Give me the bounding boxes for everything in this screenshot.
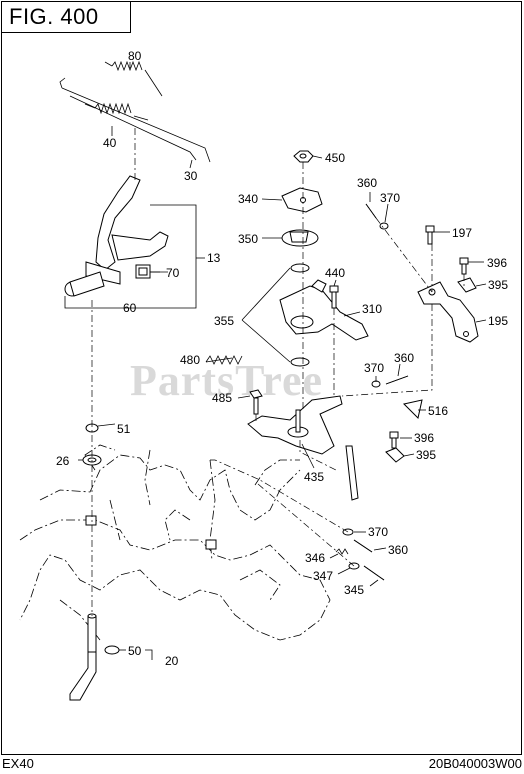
callout-370c: 370 bbox=[368, 525, 388, 539]
callout-40: 40 bbox=[103, 136, 117, 150]
callout-350: 350 bbox=[238, 232, 258, 246]
part-bolt-396a bbox=[459, 257, 469, 275]
part-clip-70 bbox=[135, 264, 151, 279]
part-plate-340 bbox=[281, 187, 323, 213]
part-governor-rod bbox=[59, 77, 211, 163]
part-clip-50 bbox=[104, 645, 120, 655]
callout-13: 13 bbox=[207, 251, 221, 265]
callout-435: 435 bbox=[304, 470, 324, 484]
callout-395b: 395 bbox=[416, 448, 436, 462]
callout-450: 450 bbox=[325, 151, 345, 165]
callout-355: 355 bbox=[214, 314, 234, 328]
callout-370a: 370 bbox=[380, 191, 400, 205]
part-bolt-197 bbox=[425, 225, 435, 245]
callout-195: 195 bbox=[488, 314, 508, 328]
part-bolt-360b bbox=[385, 375, 409, 385]
callout-360b: 360 bbox=[394, 351, 414, 365]
callout-50: 50 bbox=[128, 644, 142, 658]
part-friction-350 bbox=[281, 229, 319, 247]
part-clamp-395b bbox=[385, 447, 405, 463]
figure-title-box: FIG. 400 bbox=[1, 1, 131, 33]
callout-60: 60 bbox=[123, 301, 137, 315]
callout-395a: 395 bbox=[488, 278, 508, 292]
part-lever-13 bbox=[64, 175, 169, 297]
callout-370b: 370 bbox=[364, 361, 384, 375]
figure-title: FIG. 400 bbox=[9, 4, 99, 29]
part-bolt-360c bbox=[353, 539, 373, 553]
part-washer-370a bbox=[379, 222, 389, 230]
callout-440: 440 bbox=[325, 266, 345, 280]
callout-346: 346 bbox=[305, 551, 325, 565]
callout-347: 347 bbox=[313, 569, 333, 583]
callout-labels: 80 40 30 13 70 60 51 26 50 20 450 340 35… bbox=[56, 49, 508, 668]
part-clamp-395a bbox=[457, 277, 477, 293]
callout-360a: 360 bbox=[357, 176, 377, 190]
part-governor-shaft-20 bbox=[69, 613, 97, 701]
callout-480: 480 bbox=[180, 353, 200, 367]
callout-30: 30 bbox=[184, 169, 198, 183]
callout-340: 340 bbox=[238, 192, 258, 206]
part-bolt-360a bbox=[365, 203, 377, 219]
part-bolt-485 bbox=[249, 389, 263, 415]
part-cable-516 bbox=[403, 399, 423, 419]
part-bolt-396b bbox=[389, 431, 399, 449]
part-control-bracket-435 bbox=[247, 395, 359, 501]
callout-360c: 360 bbox=[388, 543, 408, 557]
part-clip-51 bbox=[85, 423, 99, 433]
diagram-code: 20B040003W00 bbox=[428, 756, 522, 771]
callout-20: 20 bbox=[165, 654, 179, 668]
callout-310: 310 bbox=[362, 302, 382, 316]
callout-80: 80 bbox=[128, 49, 142, 63]
callout-70: 70 bbox=[166, 266, 180, 280]
callout-516: 516 bbox=[428, 404, 448, 418]
leader-lines bbox=[78, 62, 487, 660]
callout-26: 26 bbox=[56, 454, 70, 468]
callout-345: 345 bbox=[344, 583, 364, 597]
part-spring-480 bbox=[205, 355, 243, 365]
part-spring-40 bbox=[84, 102, 149, 121]
watermark: PartsTree bbox=[130, 356, 324, 405]
part-control-lever-310 bbox=[279, 279, 369, 341]
callout-197: 197 bbox=[452, 226, 472, 240]
callout-396b: 396 bbox=[414, 431, 434, 445]
callout-51: 51 bbox=[117, 422, 131, 436]
part-bolt-345 bbox=[363, 565, 385, 581]
diagram-frame bbox=[1, 1, 522, 755]
callout-396a: 396 bbox=[487, 256, 507, 270]
callout-485: 485 bbox=[212, 391, 232, 405]
model-label: EX40 bbox=[2, 756, 34, 771]
part-washer-355 bbox=[290, 263, 310, 367]
part-nut-450 bbox=[293, 150, 314, 163]
engine-outline bbox=[19, 444, 331, 641]
part-spring-346 bbox=[335, 548, 349, 555]
part-spring-80 bbox=[104, 60, 163, 97]
